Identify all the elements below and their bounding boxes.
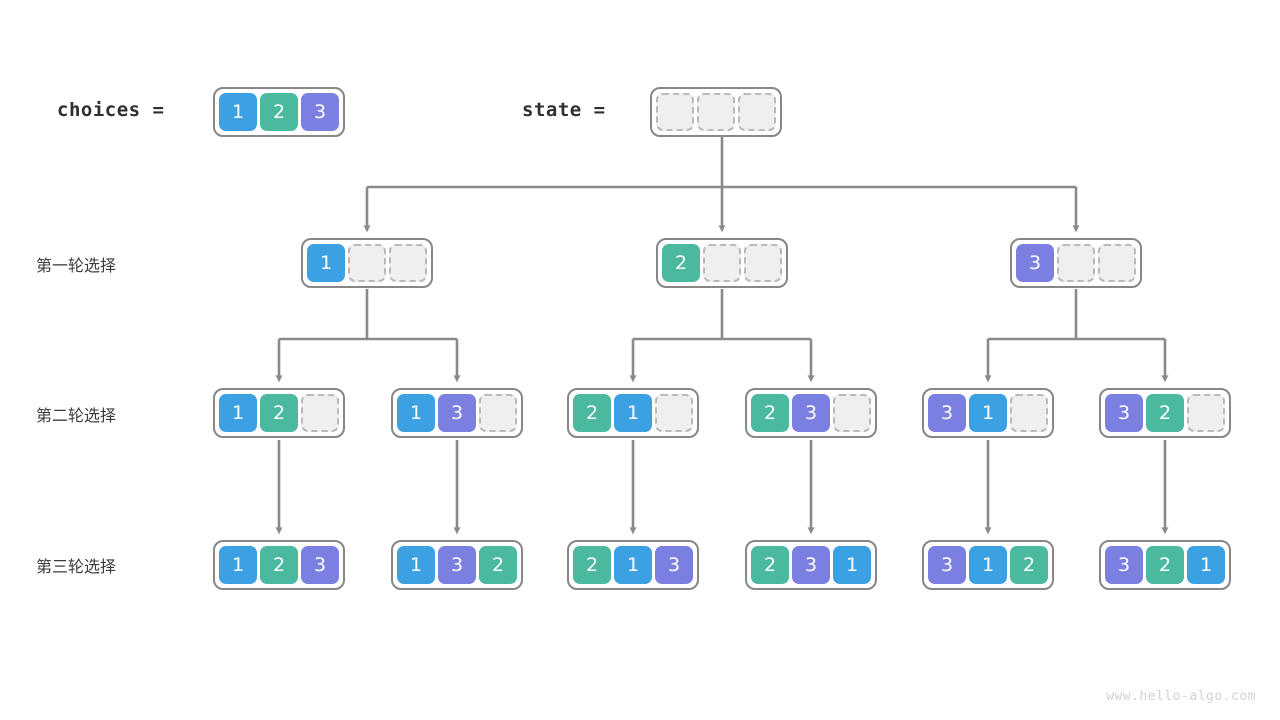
array-cell-filled: 1 — [397, 394, 435, 432]
array-cell-empty — [656, 93, 694, 131]
array-cell-filled: 2 — [260, 93, 298, 131]
array-cell-filled: 1 — [219, 546, 257, 584]
array-cell-empty — [1010, 394, 1048, 432]
array-cell-filled: 3 — [438, 394, 476, 432]
array-cell-filled: 3 — [655, 546, 693, 584]
array-cell-filled: 3 — [928, 394, 966, 432]
array-cell-empty — [833, 394, 871, 432]
array-cell-filled: 2 — [260, 546, 298, 584]
array-cell-filled: 3 — [928, 546, 966, 584]
array-cell-filled: 3 — [1016, 244, 1054, 282]
array-cell-filled: 2 — [573, 546, 611, 584]
array-cell-filled: 2 — [260, 394, 298, 432]
array-cell-empty — [479, 394, 517, 432]
array-cell-empty — [697, 93, 735, 131]
row-label-round-3: 第三轮选择 — [36, 557, 117, 576]
array-cell-empty — [703, 244, 741, 282]
array-cell-empty — [1187, 394, 1225, 432]
array-cell-empty — [655, 394, 693, 432]
array-cell-filled: 1 — [614, 394, 652, 432]
choices-caption: choices = — [57, 99, 165, 121]
array-cell-filled: 1 — [969, 546, 1007, 584]
array-cell-empty — [389, 244, 427, 282]
array-cell-filled: 3 — [792, 546, 830, 584]
array-cell-filled: 1 — [833, 546, 871, 584]
array-cell-empty — [744, 244, 782, 282]
tree-node-level1-1: 1 — [301, 238, 433, 288]
array-cell-filled: 1 — [1187, 546, 1225, 584]
array-cell-filled: 1 — [219, 93, 257, 131]
array-cell-filled: 2 — [1146, 394, 1184, 432]
array-cell-empty — [738, 93, 776, 131]
tree-node-level1-2: 2 — [656, 238, 788, 288]
array-cell-filled: 3 — [438, 546, 476, 584]
array-cell-filled: 1 — [397, 546, 435, 584]
tree-node-level1-3: 3 — [1010, 238, 1142, 288]
array-cell-empty — [301, 394, 339, 432]
row-label-round-1: 第一轮选择 — [36, 256, 117, 275]
array-cell-filled: 2 — [751, 546, 789, 584]
array-cell-filled: 2 — [751, 394, 789, 432]
array-cell-filled: 1 — [614, 546, 652, 584]
array-cell-filled: 1 — [307, 244, 345, 282]
array-cell-filled: 2 — [662, 244, 700, 282]
array-cell-filled: 3 — [1105, 394, 1143, 432]
array-cell-empty — [348, 244, 386, 282]
array-cell-filled: 3 — [792, 394, 830, 432]
array-cell-empty — [1098, 244, 1136, 282]
array-cell-filled: 2 — [479, 546, 517, 584]
array-cell-empty — [1057, 244, 1095, 282]
array-cell-filled: 3 — [1105, 546, 1143, 584]
array-cell-filled: 1 — [219, 394, 257, 432]
state-caption: state = — [522, 99, 606, 121]
row-label-round-2: 第二轮选择 — [36, 406, 117, 425]
state-array — [650, 87, 782, 137]
array-cell-filled: 3 — [301, 93, 339, 131]
array-cell-filled: 3 — [301, 546, 339, 584]
array-cell-filled: 2 — [1146, 546, 1184, 584]
array-cell-filled: 2 — [573, 394, 611, 432]
array-cell-filled: 1 — [969, 394, 1007, 432]
array-cell-filled: 2 — [1010, 546, 1048, 584]
watermark: www.hello-algo.com — [1106, 689, 1256, 704]
